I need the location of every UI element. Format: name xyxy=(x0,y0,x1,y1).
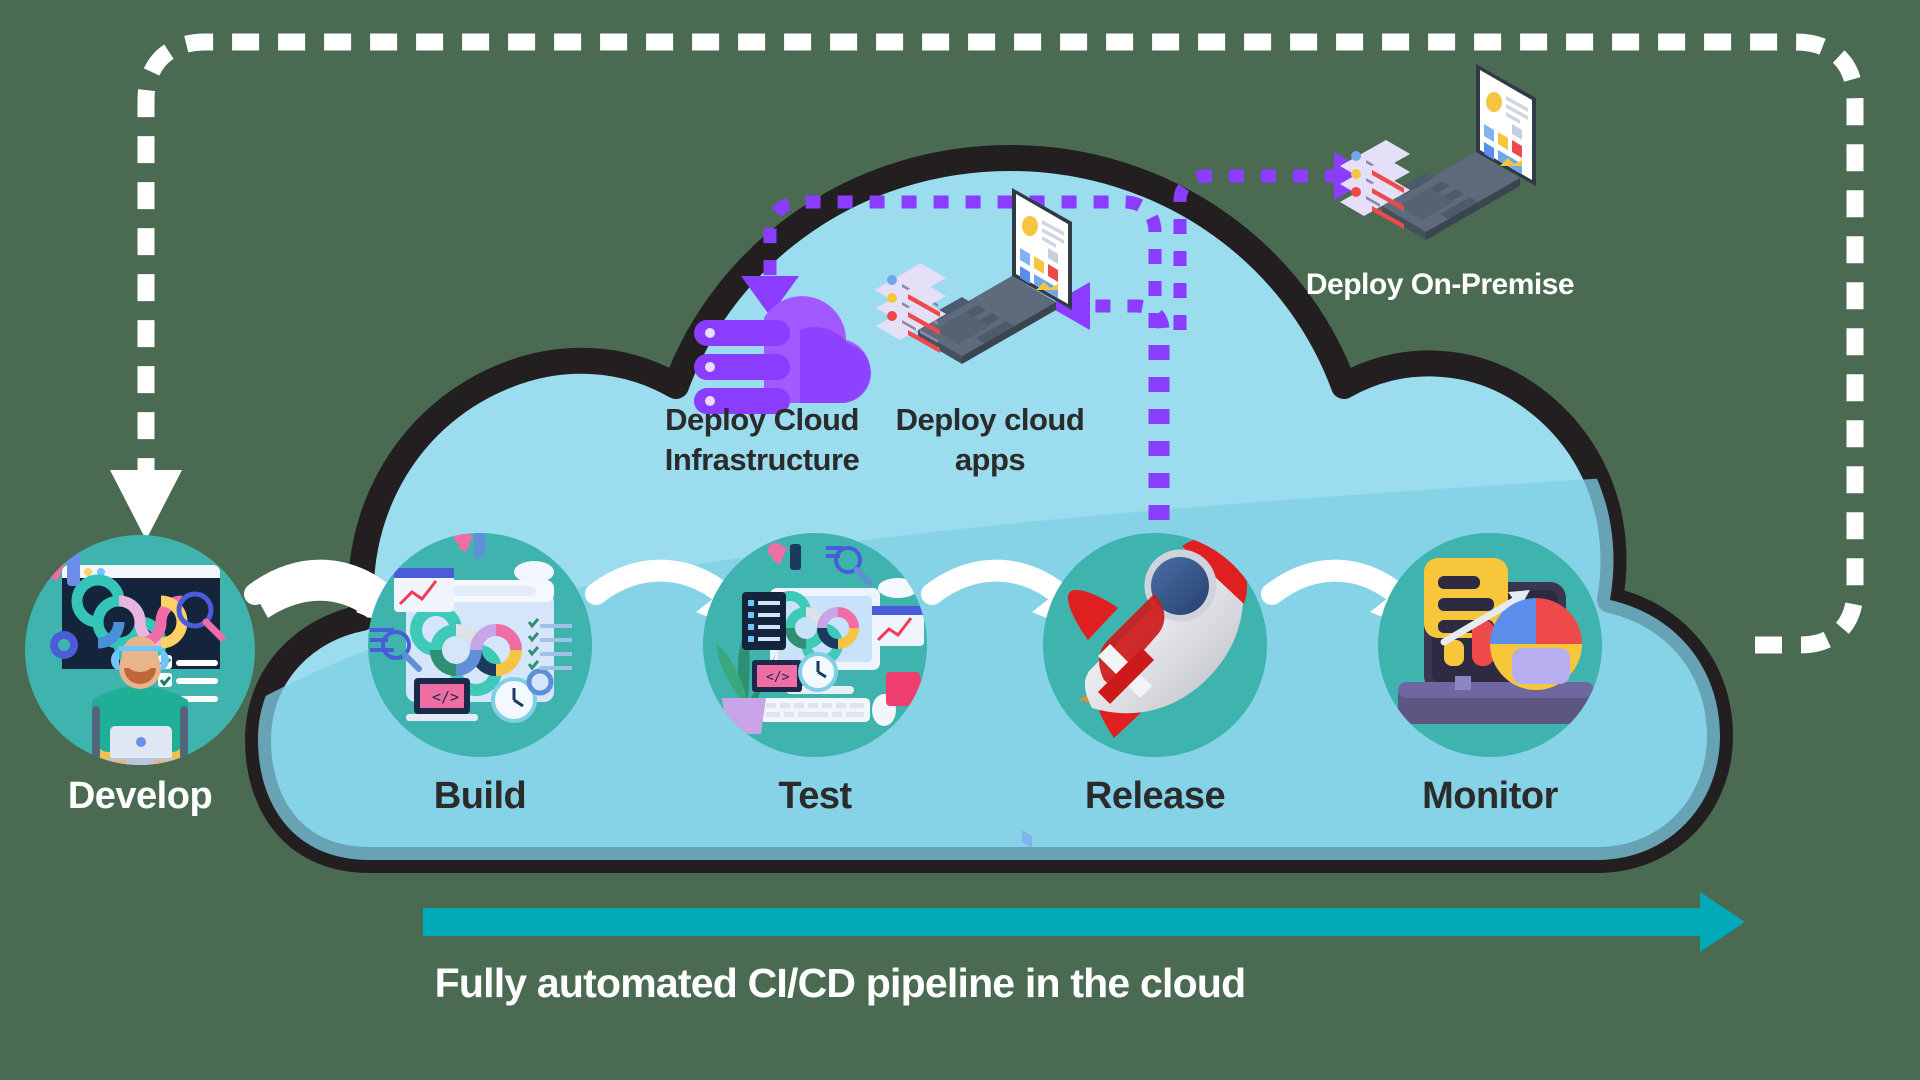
stage-label-develop: Develop xyxy=(67,775,213,817)
stage-circle-test[interactable]: </> xyxy=(703,526,927,757)
pipeline-caption: Fully automated CI/CD pipeline in the cl… xyxy=(434,960,1247,1006)
monitor-to-develop-feedback-loop xyxy=(110,33,1864,654)
deploy-label-cloud-infrastructure: Deploy Cloud Infrastructure xyxy=(632,400,892,479)
release-deployment-branches xyxy=(763,169,1340,520)
stage-circle-develop[interactable]: {...} xyxy=(25,466,255,806)
svg-text:</>: </> xyxy=(432,688,459,706)
desktop-testing-icon: </> xyxy=(716,533,927,734)
stage-label-release: Release xyxy=(1084,775,1226,817)
stage-label-build: Build xyxy=(433,775,527,817)
analytics-dashboard-icon xyxy=(1398,558,1594,724)
laptop-dashboard-icon-cloud-apps xyxy=(874,188,1072,848)
cloud-server-stack-icon xyxy=(694,296,871,414)
deploy-label-line-1: Deploy Cloud xyxy=(665,402,859,437)
deploy-label-line-1: Deploy cloud xyxy=(895,402,1085,437)
automated-pipeline-arrow xyxy=(423,892,1745,952)
deploy-label-on-premise: Deploy On-Premise xyxy=(1305,268,1575,301)
stage-label-test: Test xyxy=(778,775,852,817)
deploy-label-line-2: Infrastructure xyxy=(664,441,860,477)
stage-circle-release[interactable] xyxy=(1043,533,1267,757)
laptop-dashboard-icon-on-premise xyxy=(1340,64,1536,240)
rocket-icon xyxy=(1068,535,1248,738)
deploy-label-line-2: apps xyxy=(954,441,1026,477)
deploy-label-cloud-apps: Deploy cloud apps xyxy=(860,400,1120,479)
stage-label-monitor: Monitor xyxy=(1422,775,1558,817)
developer-at-desk-icon: {...} xyxy=(41,549,226,765)
svg-text:</>: </> xyxy=(766,670,790,685)
stage-circle-monitor[interactable] xyxy=(1378,533,1602,757)
